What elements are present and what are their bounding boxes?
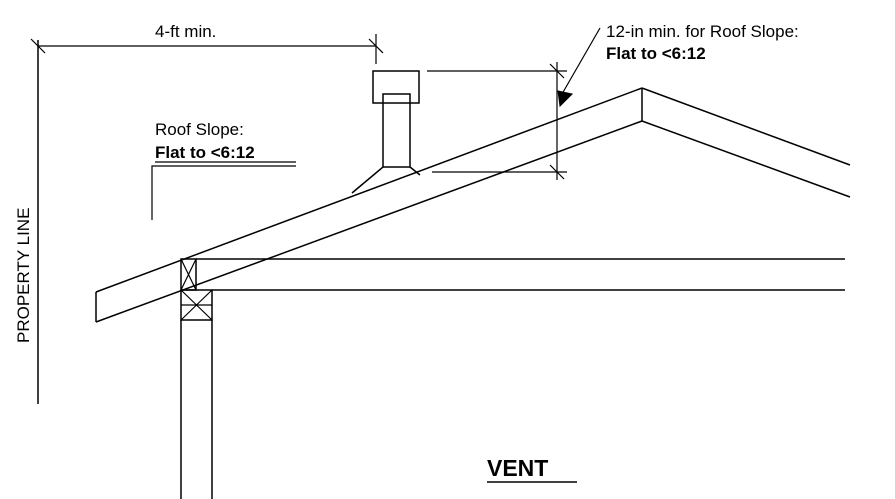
horizontal-dimension (30, 34, 384, 64)
wall-stud (180, 320, 213, 499)
roof-rafter (95, 87, 851, 323)
roof-slope-label: Roof Slope: (155, 120, 244, 139)
horizontal-dimension-label: 4-ft min. (155, 22, 216, 41)
property-line-label: PROPERTY LINE (14, 208, 33, 343)
ceiling-joist (196, 258, 845, 291)
top-plate-block-lower (180, 289, 213, 321)
roof-slope-value: Flat to <6:12 (155, 143, 255, 162)
diagram-title: VENT (487, 455, 548, 481)
vent-pipe (351, 70, 421, 194)
leader-arrowhead (557, 90, 574, 108)
top-plate-block-upper (180, 258, 197, 291)
roof-slope-leader (151, 165, 296, 220)
vertical-dimension (427, 62, 567, 180)
vertical-dimension-label: 12-in min. for Roof Slope: (606, 22, 799, 41)
vertical-dimension-value: Flat to <6:12 (606, 44, 706, 63)
vertical-dimension-leader (561, 27, 601, 95)
